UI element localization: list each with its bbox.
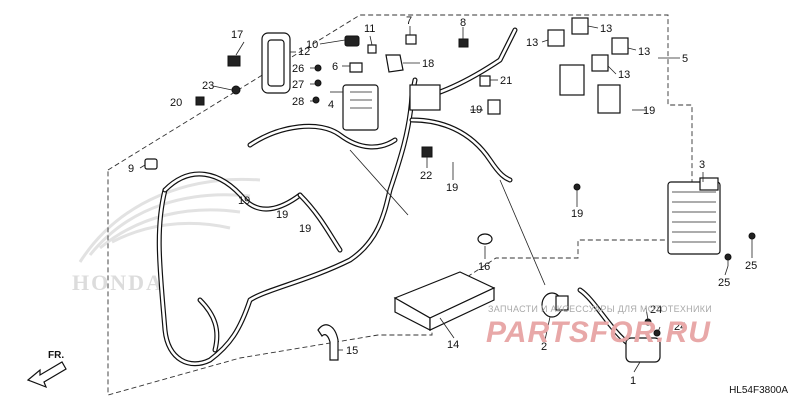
leader-lines (139, 25, 753, 373)
callout-19d: 19 (571, 208, 583, 220)
callout-7: 7 (406, 15, 412, 27)
callout-5: 5 (682, 53, 688, 65)
callout-23: 23 (202, 80, 214, 92)
watermark-caption: ЗАПЧАСТИ И АКСЕССУАРЫ ДЛЯ МОТОТЕХНИКИ (488, 304, 713, 314)
connector-mid (487, 99, 501, 115)
relay-13c (611, 37, 629, 55)
honda-wing-watermark (78, 177, 261, 263)
connector-22 (421, 146, 433, 158)
callout-15: 15 (346, 345, 358, 357)
callout-4: 4 (328, 99, 334, 111)
relay-block-a (559, 64, 585, 96)
watermark-brand: PARTSFOR.RU (486, 316, 711, 349)
relay-13a (547, 29, 565, 47)
callout-17: 17 (231, 29, 243, 41)
callout-19b: 19 (643, 105, 655, 117)
clip-11 (367, 44, 377, 54)
callout-19a: 19 (470, 104, 482, 116)
clip-8 (458, 38, 469, 48)
bolt-23 (231, 85, 241, 95)
callout-11: 11 (364, 23, 375, 35)
connector-21 (479, 75, 491, 87)
callout-24b: 24 (674, 321, 686, 333)
callout-25b: 25 (745, 260, 757, 272)
callout-19g: 19 (299, 223, 311, 235)
front-direction-arrow (26, 361, 67, 389)
callout-18: 18 (422, 58, 434, 70)
callout-13d: 13 (618, 69, 630, 81)
front-direction-label: FR. (48, 350, 65, 361)
clip-7 (405, 34, 417, 45)
callout-27: 27 (292, 79, 304, 91)
callout-28: 28 (292, 96, 304, 108)
callout-21: 21 (500, 75, 512, 87)
callout-13a: 13 (526, 37, 538, 49)
relay-block-b (597, 84, 621, 114)
bolt-25b (748, 232, 756, 245)
honda-wing-logo-text: HONDA (72, 270, 164, 295)
clip-26 (314, 64, 322, 72)
callout-22: 22 (420, 170, 432, 182)
clamp-16 (477, 233, 493, 245)
callout-10: 10 (306, 39, 318, 51)
callout-26: 26 (292, 63, 304, 75)
callout-19e: 19 (238, 195, 250, 207)
callout-14: 14 (447, 339, 459, 351)
clip-17 (227, 55, 241, 67)
callout-19c: 19 (446, 182, 458, 194)
callout-1: 1 (630, 375, 636, 387)
callout-25a: 25 (718, 277, 730, 289)
callout-16: 16 (478, 261, 490, 273)
callout-13c: 13 (638, 46, 650, 58)
callout-9: 9 (128, 163, 134, 175)
bolt-25a (724, 253, 732, 266)
clip-9 (144, 158, 158, 170)
callout-6: 6 (332, 61, 338, 73)
clip-15 (317, 324, 339, 361)
callout-20: 20 (170, 97, 182, 109)
assembly-frame (107, 14, 693, 396)
starter-relay-2 (541, 292, 569, 318)
fuse-block (342, 84, 379, 131)
starter-cable-1 (577, 287, 661, 363)
callout-12: 12 (298, 46, 310, 58)
callout-8: 8 (460, 17, 466, 29)
relay-13d (591, 54, 609, 72)
callout-2: 2 (541, 341, 547, 353)
clip-20 (195, 96, 205, 106)
sensor-18 (385, 54, 404, 73)
callout-13b: 13 (600, 23, 612, 35)
connector-10 (344, 35, 360, 47)
clip-28 (312, 96, 320, 104)
callout-19f: 19 (276, 209, 288, 221)
regulator-rectifier-3 (667, 177, 721, 255)
callout-labels: 1 2 3 4 5 6 7 8 9 10 11 12 13 13 13 13 1… (128, 15, 757, 387)
bracket-6 (349, 62, 363, 73)
control-unit-14 (393, 271, 496, 331)
main-wire-harness (156, 27, 518, 367)
relay-13b (571, 17, 589, 35)
bolt-19-right (573, 183, 581, 198)
callout-3: 3 (699, 159, 705, 171)
clip-27 (314, 79, 322, 87)
diagram-code: HL54F3800A (729, 385, 788, 396)
callout-24a: 24 (650, 304, 662, 316)
junction-connector (409, 84, 441, 111)
